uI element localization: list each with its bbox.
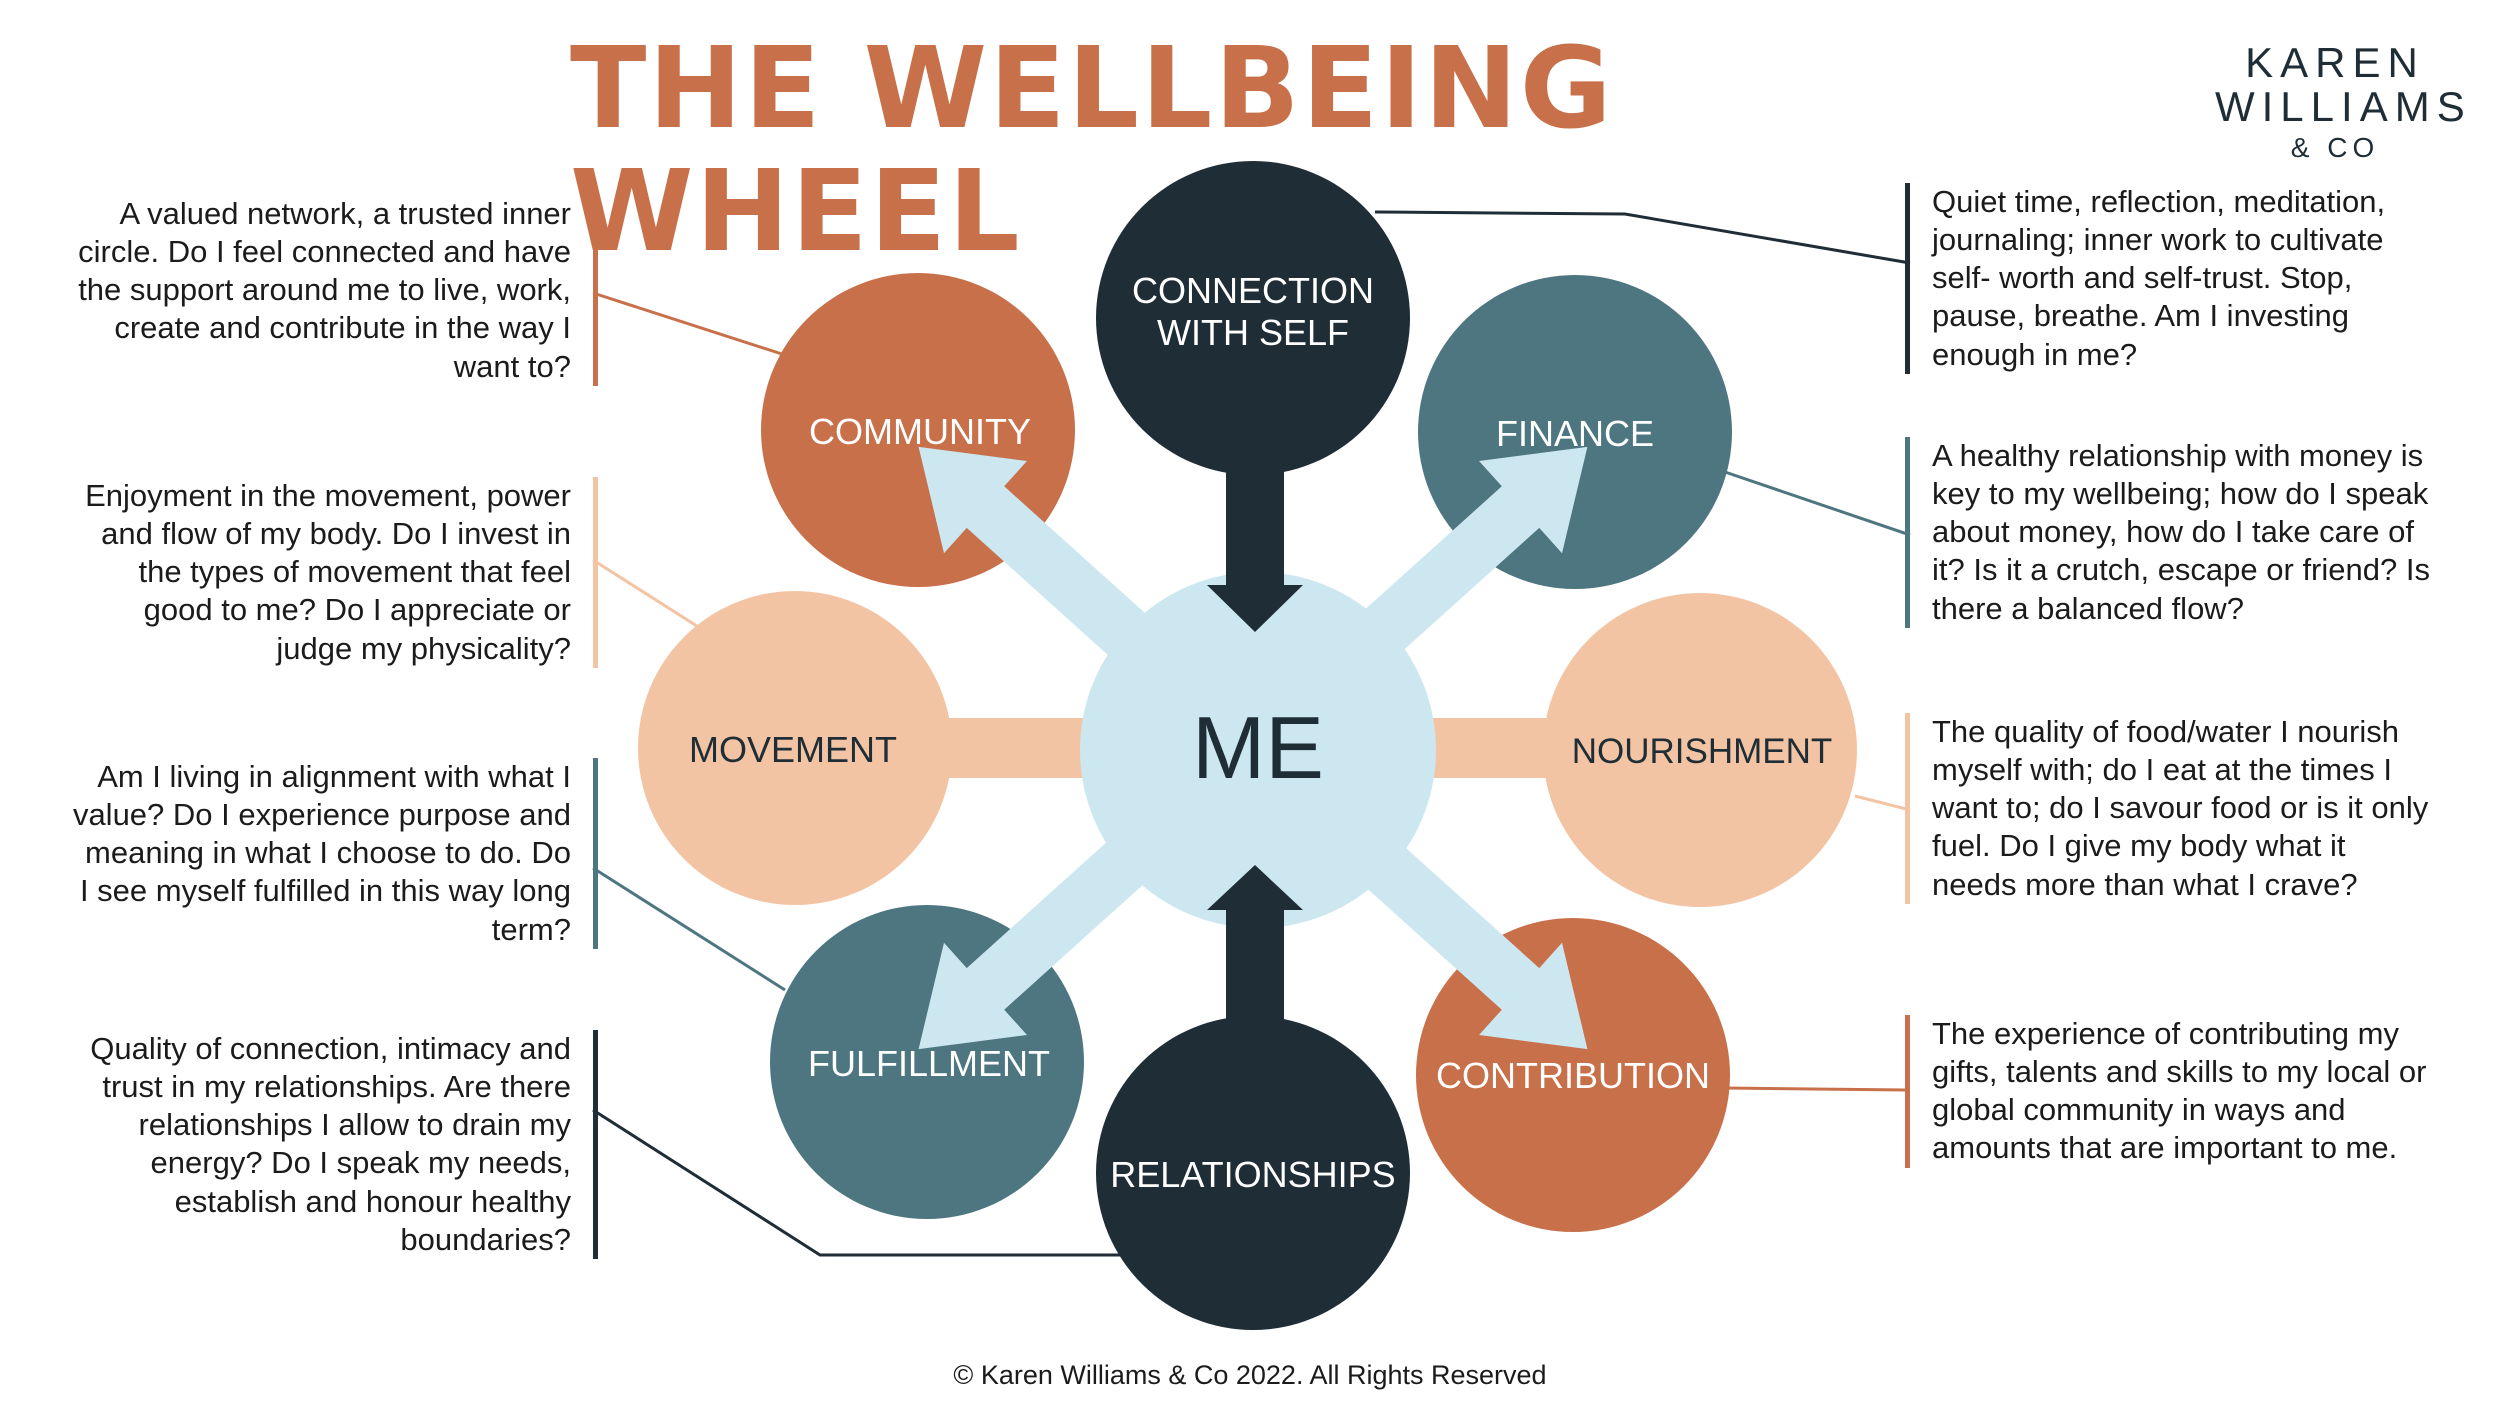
connection-with-self-description: Quiet time, reflection, meditation, jour…	[1905, 183, 2435, 374]
connector-nourishment	[1854, 794, 1911, 812]
connector-fulfillment	[592, 866, 786, 992]
finance-label: FINANCE	[1496, 413, 1654, 454]
community-description: A valued network, a trusted inner circle…	[70, 195, 598, 386]
arrow-from-connection-with-self	[1207, 470, 1303, 632]
movement-description: Enjoyment in the movement, power and flo…	[70, 477, 598, 668]
relationships-label: RELATIONSHIPS	[1110, 1154, 1395, 1195]
fulfillment-label: FULFILLMENT	[808, 1043, 1050, 1084]
nourishment-description: The quality of food/water I nourish myse…	[1905, 713, 2435, 904]
nourishment-label: NOURISHMENT	[1572, 732, 1833, 771]
connector-community	[592, 291, 786, 357]
movement-circle	[638, 591, 952, 905]
connector-relationships	[592, 1108, 1125, 1257]
me-circle	[1080, 572, 1436, 928]
connector-contribution	[1724, 1086, 1911, 1092]
page-title: THE WELLBEING WHEEL	[570, 24, 1614, 278]
inward-dark-arrows	[1207, 470, 1303, 1025]
relationships-description: Quality of connection, intimacy and trus…	[70, 1030, 598, 1259]
connector-lines	[592, 210, 1911, 1257]
connection-with-self-circle	[1096, 161, 1410, 475]
brand-line-2: WILLIAMS	[2215, 83, 2472, 130]
contribution-description: The experience of contributing my gifts,…	[1905, 1015, 2435, 1168]
connector-finance	[1724, 470, 1911, 537]
brand-logo: KAREN WILLIAMS & CO	[2215, 39, 2472, 163]
nourishment-circle	[1543, 593, 1857, 907]
relationships-circle	[1096, 1016, 1410, 1330]
connector-movement	[592, 558, 701, 630]
movement-label: MOVEMENT	[689, 729, 897, 770]
me-label: ME	[1192, 698, 1324, 797]
copyright-footer: © Karen Williams & Co 2022. All Rights R…	[953, 1360, 1547, 1390]
connection-with-self-label-line2: WITH SELF	[1157, 312, 1349, 353]
fulfillment-description: Am I living in alignment with what I val…	[70, 758, 598, 949]
contribution-label: CONTRIBUTION	[1436, 1055, 1710, 1096]
finance-description: A healthy relationship with money is key…	[1905, 437, 2435, 628]
connector-connection-with-self	[1374, 210, 1911, 265]
community-label: COMMUNITY	[809, 411, 1031, 452]
brand-line-3: & CO	[2290, 132, 2380, 163]
circle-labels: CONNECTION WITH SELF FINANCE NOURISHMENT…	[689, 270, 1832, 1195]
brand-line-1: KAREN	[2245, 39, 2425, 86]
arrow-from-relationships	[1207, 865, 1303, 1025]
connection-with-self-label-line1: CONNECTION	[1132, 270, 1374, 311]
